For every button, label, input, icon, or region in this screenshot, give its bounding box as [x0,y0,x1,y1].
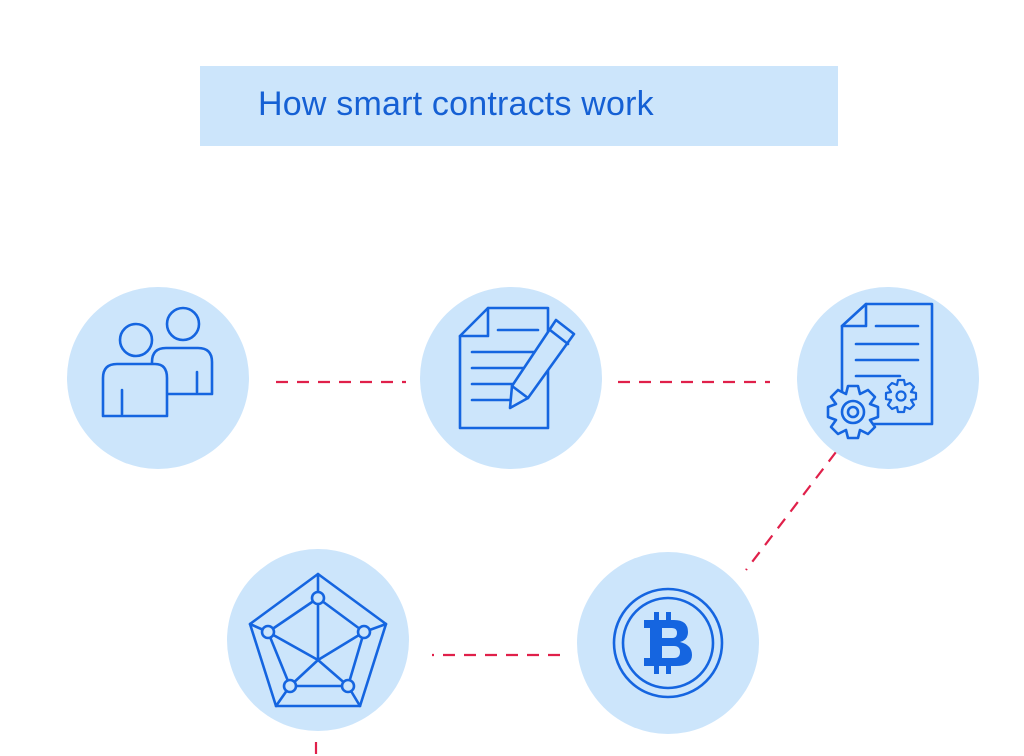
bitcoin-coin-icon [612,587,724,699]
node-circle-execution [797,287,979,469]
bitcoin-symbol [644,612,692,674]
title-banner: How smart contracts work [200,66,838,146]
two-people-icon [101,306,214,418]
document-pencil-icon [458,306,576,430]
node-circle-contract [420,287,602,469]
diagram-title: How smart contracts work [258,85,654,123]
connector-execution-to-payment [745,451,837,571]
connectors [276,380,837,756]
pentagon-network-icon [248,572,388,708]
document-gears-icon [826,302,934,440]
